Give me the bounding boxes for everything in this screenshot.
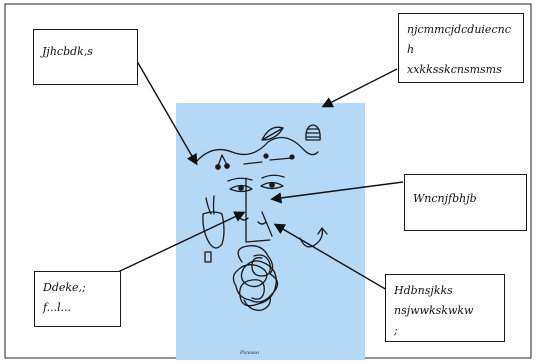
poster-line-drawing xyxy=(195,124,328,311)
callout-mid-right: Wncnjfbhjb xyxy=(404,174,527,231)
poster: Picasso xyxy=(176,103,365,360)
callout-bottom-left: Ddeke,; f...l... xyxy=(34,271,121,327)
connector-arrows xyxy=(117,55,404,291)
arrow-top-right xyxy=(321,68,398,108)
callout-mid-right-text: Wncnjfbhjb xyxy=(413,192,477,205)
arrow-bottom-right xyxy=(273,223,388,291)
callout-top-right: njcmmcjdcduiecnch xxkksskcnsmsms xyxy=(398,13,524,83)
callout-bottom-right: Hdbnsjkks nsjwwkskwkw ; xyxy=(385,274,505,342)
callout-bottom-left-text: Ddeke,; f...l... xyxy=(43,281,86,314)
poster-signature: Picasso xyxy=(239,350,259,356)
arrow-bottom-left xyxy=(117,211,246,273)
callout-bottom-right-text: Hdbnsjkks nsjwwkskwkw ; xyxy=(394,284,474,337)
callout-top-left: Jjhcbdk,s xyxy=(33,29,138,85)
arrow-top-left xyxy=(133,55,198,166)
arrow-mid-right xyxy=(270,181,404,204)
callout-top-right-text: njcmmcjdcduiecnch xxkksskcnsmsms xyxy=(407,23,511,76)
callout-top-left-text: Jjhcbdk,s xyxy=(42,45,93,58)
